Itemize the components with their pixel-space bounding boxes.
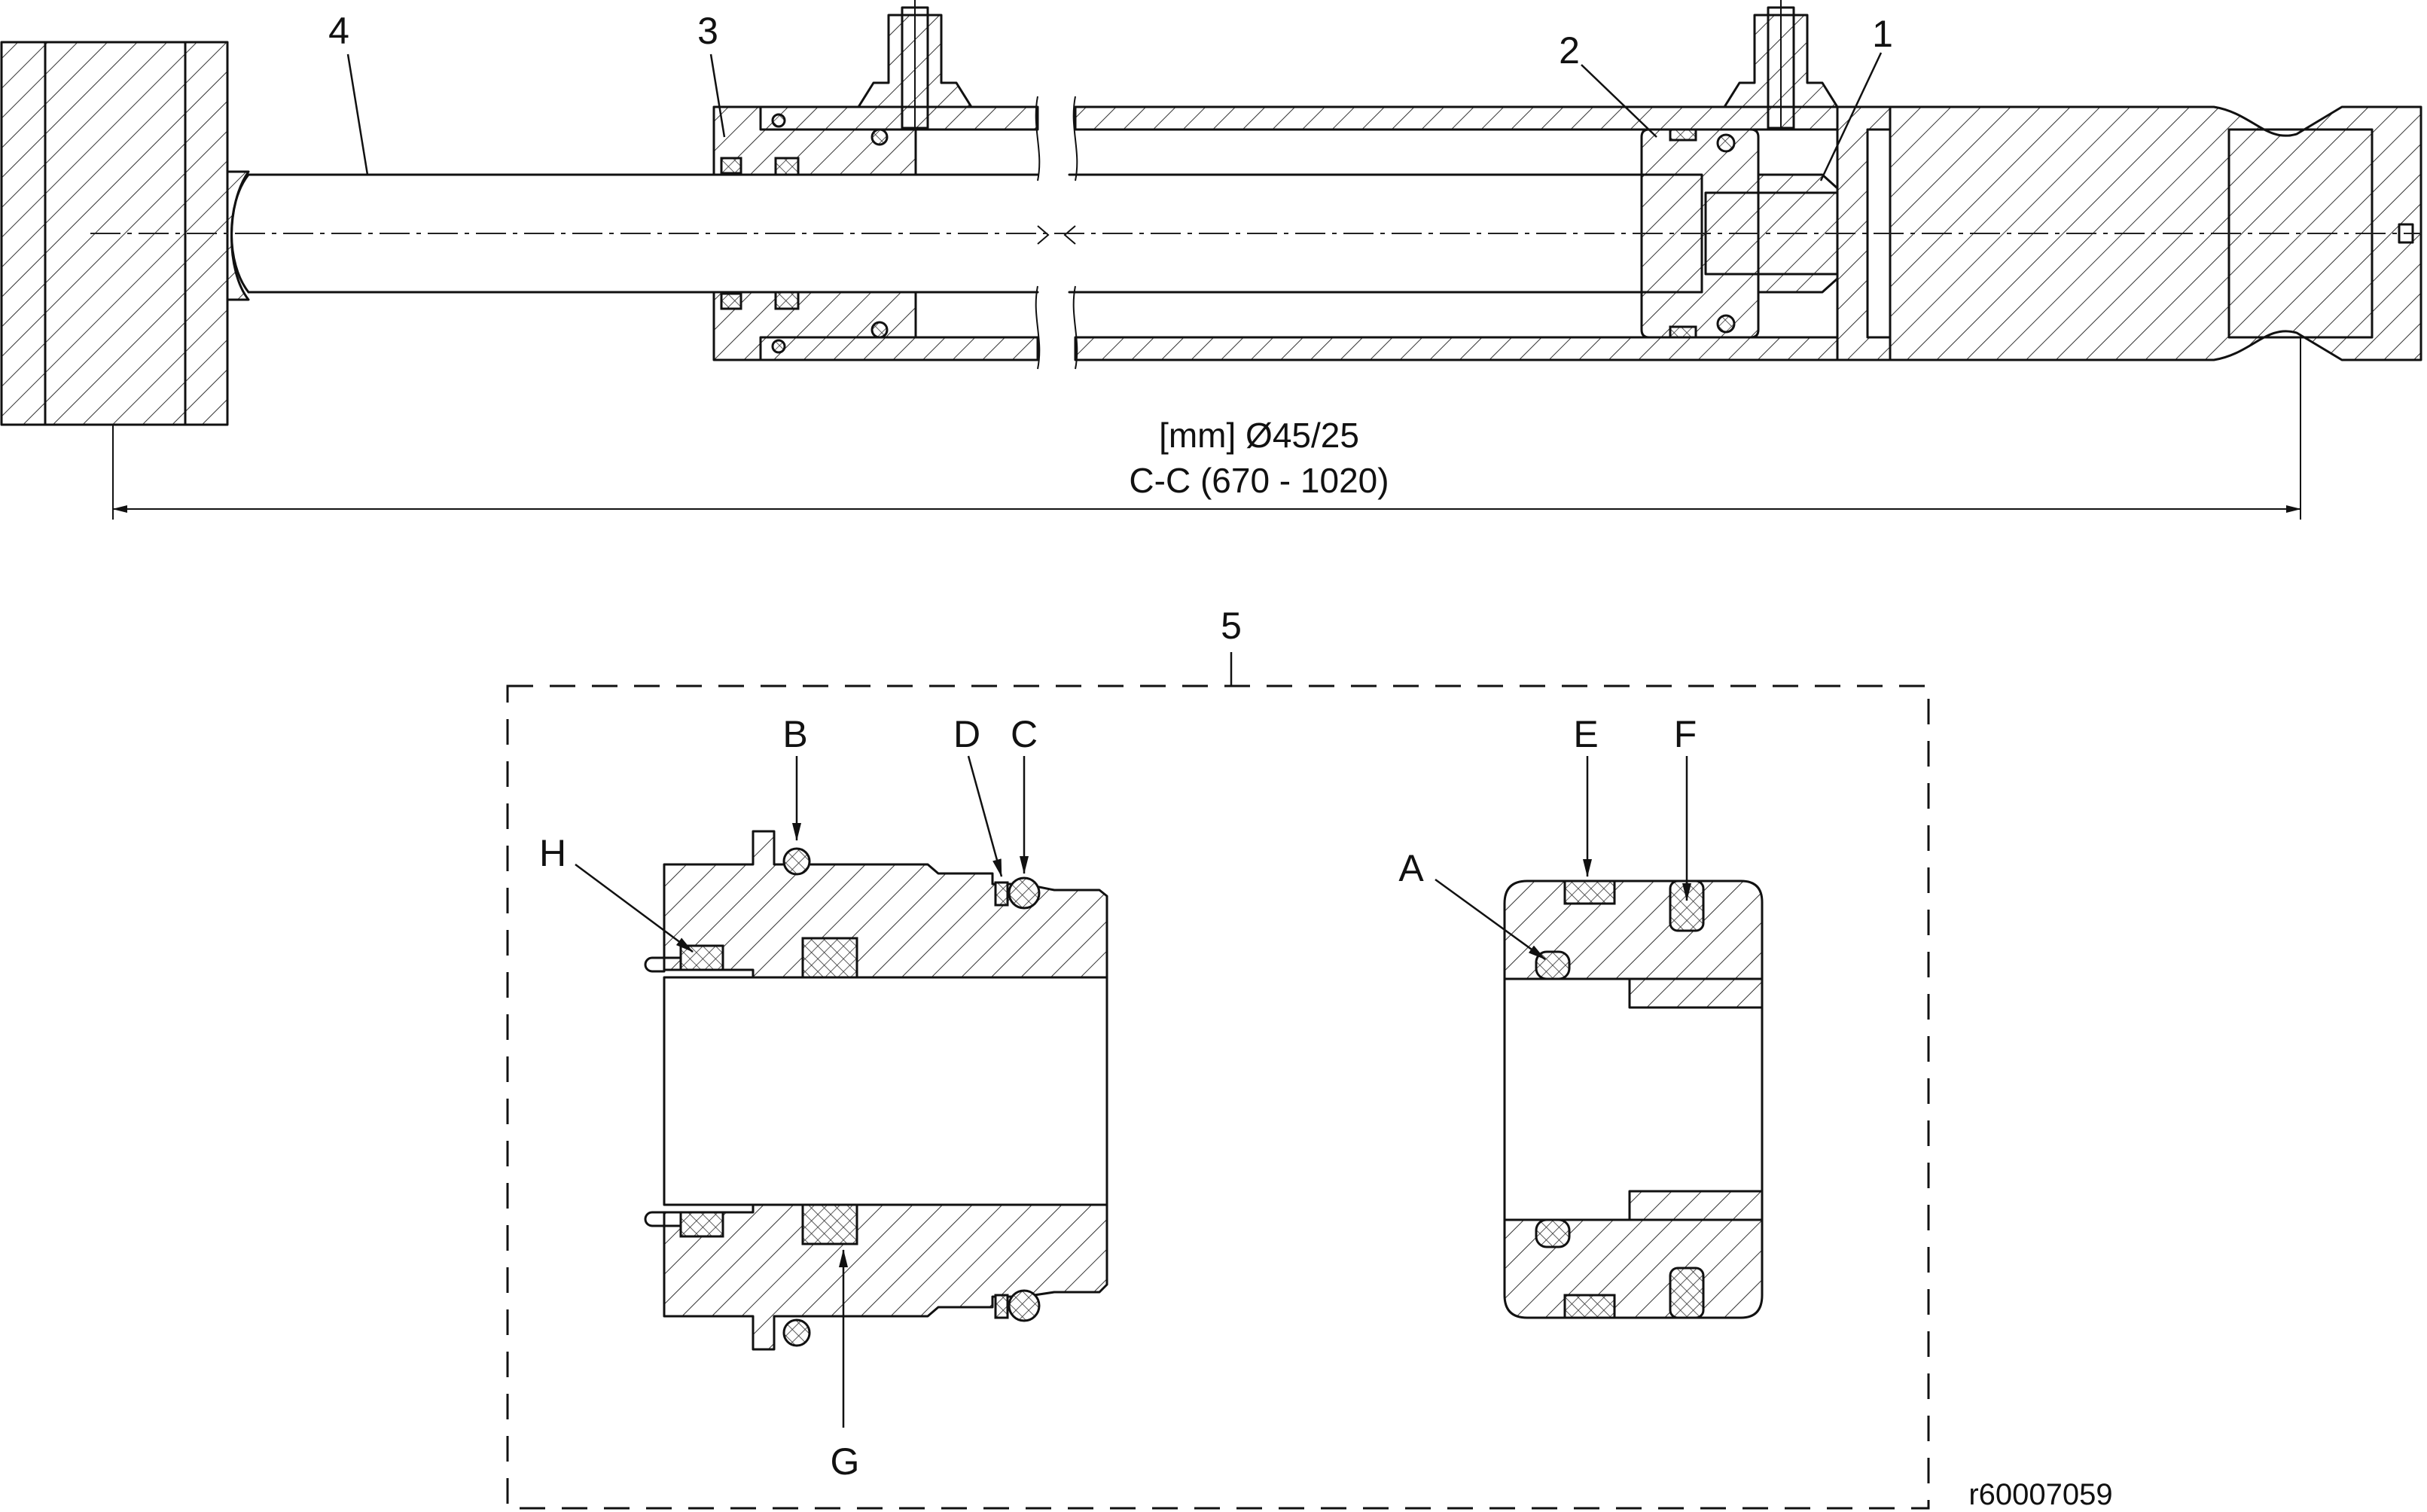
piston-section	[1503, 879, 1764, 1319]
callout-2-label: 2	[1559, 29, 1580, 72]
callout-3-label: 3	[697, 10, 718, 52]
callout-d: D	[953, 713, 1003, 877]
callout-e-label: E	[1573, 713, 1598, 755]
callout-b: B	[782, 713, 808, 841]
rod-gland	[712, 105, 917, 361]
callout-c-label: C	[1011, 713, 1038, 755]
callout-a-label: A	[1398, 847, 1424, 889]
cylinder-assembly: [mm] Ø45/25 C-C (670 - 1020) 4 3 2 1	[0, 0, 2422, 520]
callout-h-label: H	[539, 832, 566, 874]
callout-b-label: B	[782, 713, 807, 755]
callout-f: F	[1674, 713, 1697, 901]
callout-c: C	[1011, 713, 1038, 874]
detail-callout-5: 5	[1221, 605, 1242, 647]
drawing-code: r60007059	[1968, 1478, 2112, 1511]
center-to-center-dimension: [mm] Ø45/25 C-C (670 - 1020)	[112, 337, 2301, 520]
callout-f-label: F	[1674, 713, 1697, 755]
callout-2: 2	[1559, 29, 1657, 138]
dimension-cc-label: C-C (670 - 1020)	[1129, 461, 1389, 500]
callout-g-label: G	[831, 1440, 860, 1483]
callout-g: G	[831, 1249, 860, 1483]
callout-e: E	[1573, 713, 1599, 877]
detail-view-5: 5	[506, 605, 1930, 1510]
callout-3: 3	[697, 10, 726, 138]
callout-a: A	[1398, 847, 1546, 961]
callout-d-label: D	[953, 713, 980, 755]
callout-h: H	[539, 832, 694, 953]
callout-4-label: 4	[328, 10, 349, 52]
port-fitting-left	[857, 0, 973, 130]
callout-4: 4	[328, 10, 369, 175]
cylinder-tube	[759, 96, 1890, 370]
gland-section	[644, 830, 1108, 1351]
callout-1-label: 1	[1872, 13, 1893, 55]
port-fitting-right	[1723, 0, 1839, 130]
callout-1: 1	[1819, 13, 1893, 181]
dimension-diameter-label: [mm] Ø45/25	[1159, 416, 1359, 455]
